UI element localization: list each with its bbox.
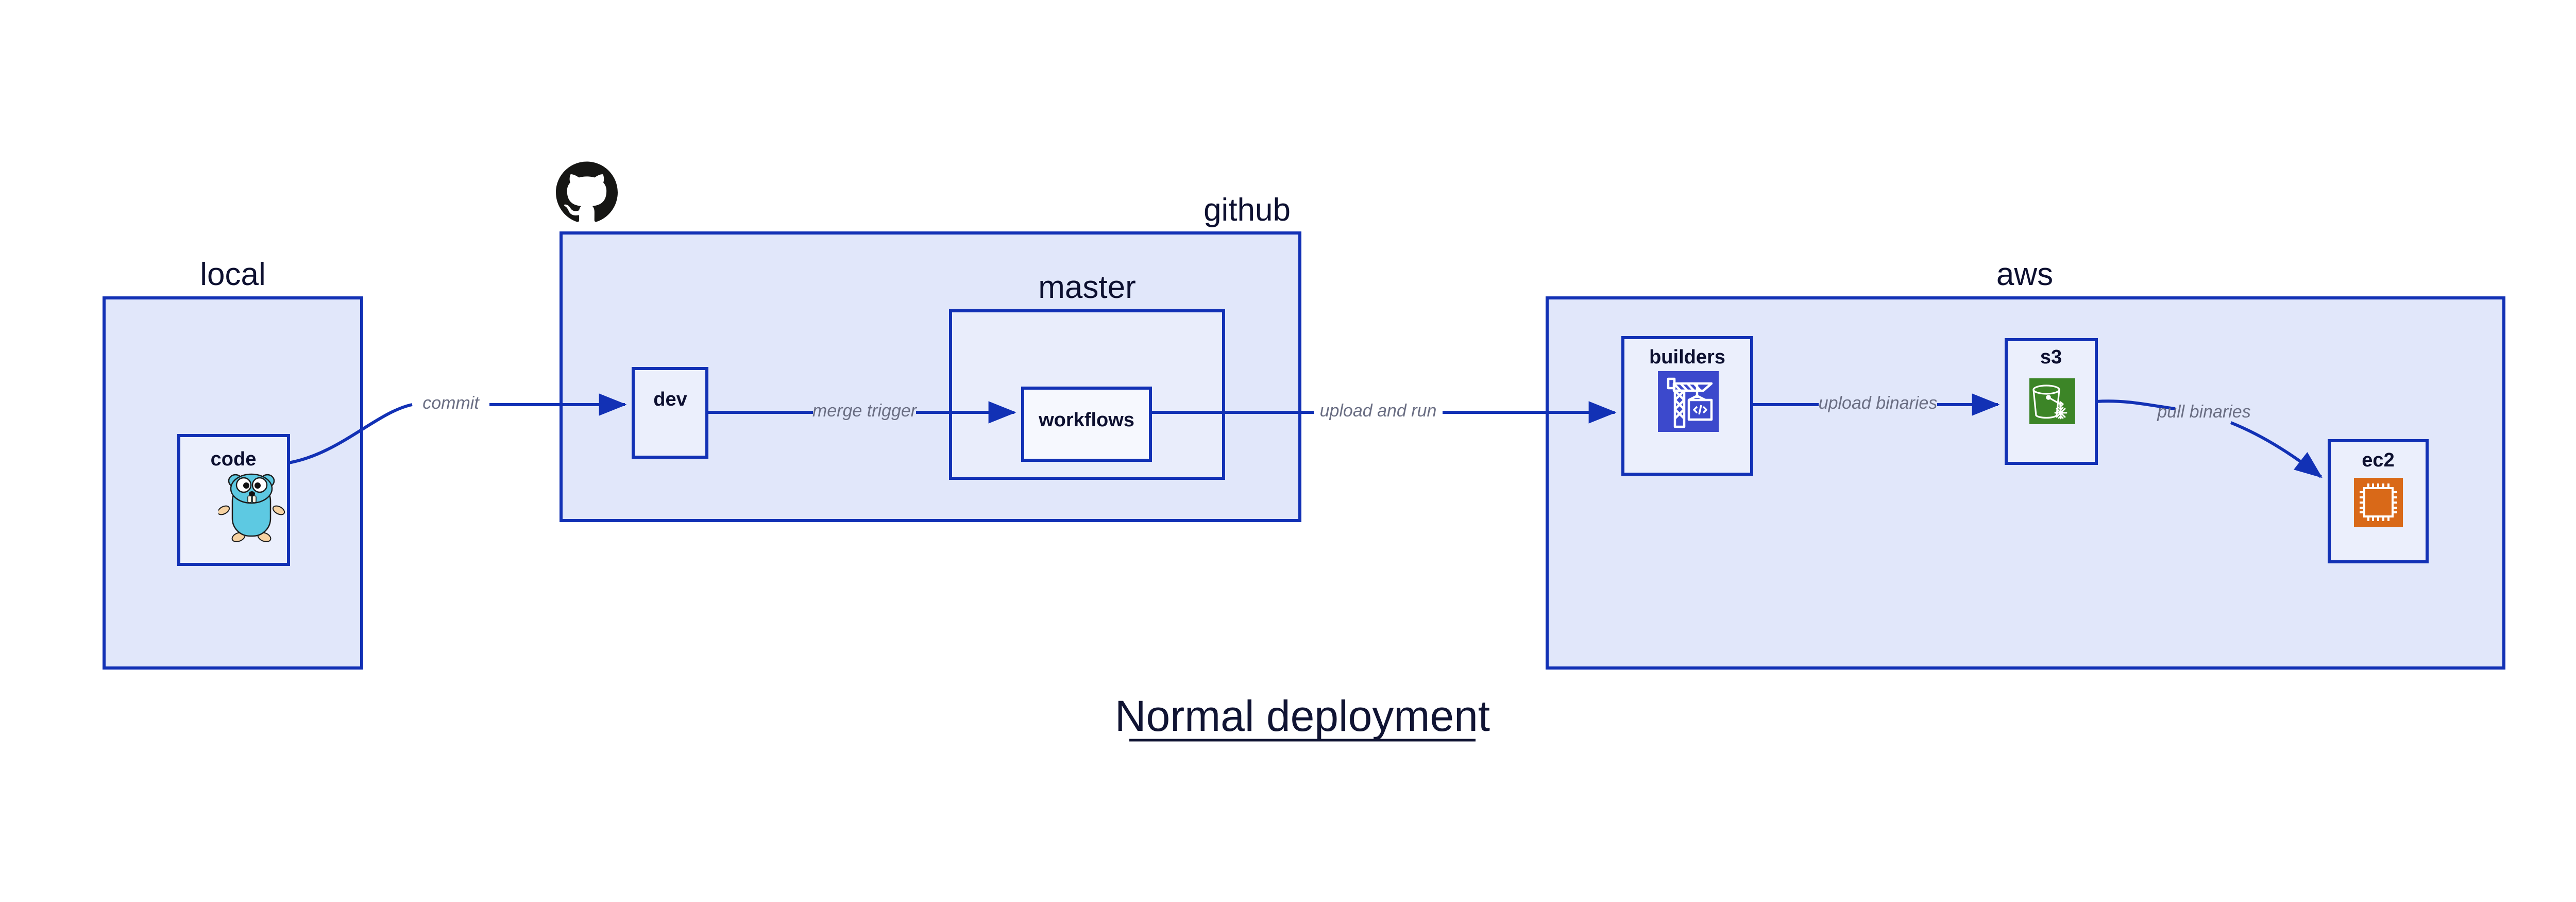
node-workflows-label: workflows (1038, 409, 1134, 431)
edge-pull-binaries-label: pull binaries (2157, 402, 2250, 422)
node-builders[interactable]: builders (1621, 336, 1753, 476)
edge-pull-binaries-curve-a (2096, 399, 2176, 410)
aws-codebuild-crane-icon (1658, 371, 1719, 432)
node-ec2-label: ec2 (2362, 449, 2394, 471)
group-aws-label: aws (1996, 257, 2053, 292)
node-ec2[interactable]: ec2 (2328, 439, 2429, 563)
edge-upload-and-run-label: upload and run (1320, 401, 1437, 421)
node-builders-label: builders (1649, 346, 1725, 368)
node-code[interactable]: code (177, 434, 290, 566)
diagram-title: Normal deployment (1115, 692, 1490, 742)
aws-ec2-chip-icon (2354, 478, 2403, 527)
group-master-label: master (1038, 270, 1136, 305)
edge-pull-binaries-curve-b (2230, 421, 2323, 478)
node-workflows-box[interactable] (1021, 387, 1152, 462)
edge-commit-label: commit (422, 393, 480, 413)
edge-commit-curve (288, 403, 413, 464)
node-s3[interactable]: s3 (2005, 338, 2098, 465)
node-dev[interactable]: dev (632, 367, 708, 459)
node-dev-label: dev (653, 389, 687, 410)
diagram-title-text: Normal deployment (1115, 692, 1490, 740)
go-gopher-icon (218, 473, 285, 542)
node-s3-label: s3 (2040, 346, 2062, 368)
edge-upload-binaries: upload binaries (1752, 393, 2000, 416)
edge-upload-and-run: upload and run (1150, 401, 1617, 424)
edge-merge-trigger: merge trigger (707, 401, 1016, 424)
edge-commit: commit (288, 393, 627, 464)
node-dev-box[interactable] (632, 367, 708, 459)
group-local-label: local (200, 257, 266, 292)
edge-pull-binaries: pull binaries (2096, 399, 2323, 478)
github-octocat-logo (556, 161, 618, 222)
edge-merge-trigger-label: merge trigger (812, 401, 918, 421)
aws-s3-bucket-icon (2029, 378, 2075, 424)
group-github-label: github (1204, 192, 1291, 228)
edge-upload-binaries-label: upload binaries (1819, 393, 1938, 413)
node-code-label: code (211, 448, 257, 470)
node-workflows[interactable]: workflows (1021, 387, 1152, 462)
